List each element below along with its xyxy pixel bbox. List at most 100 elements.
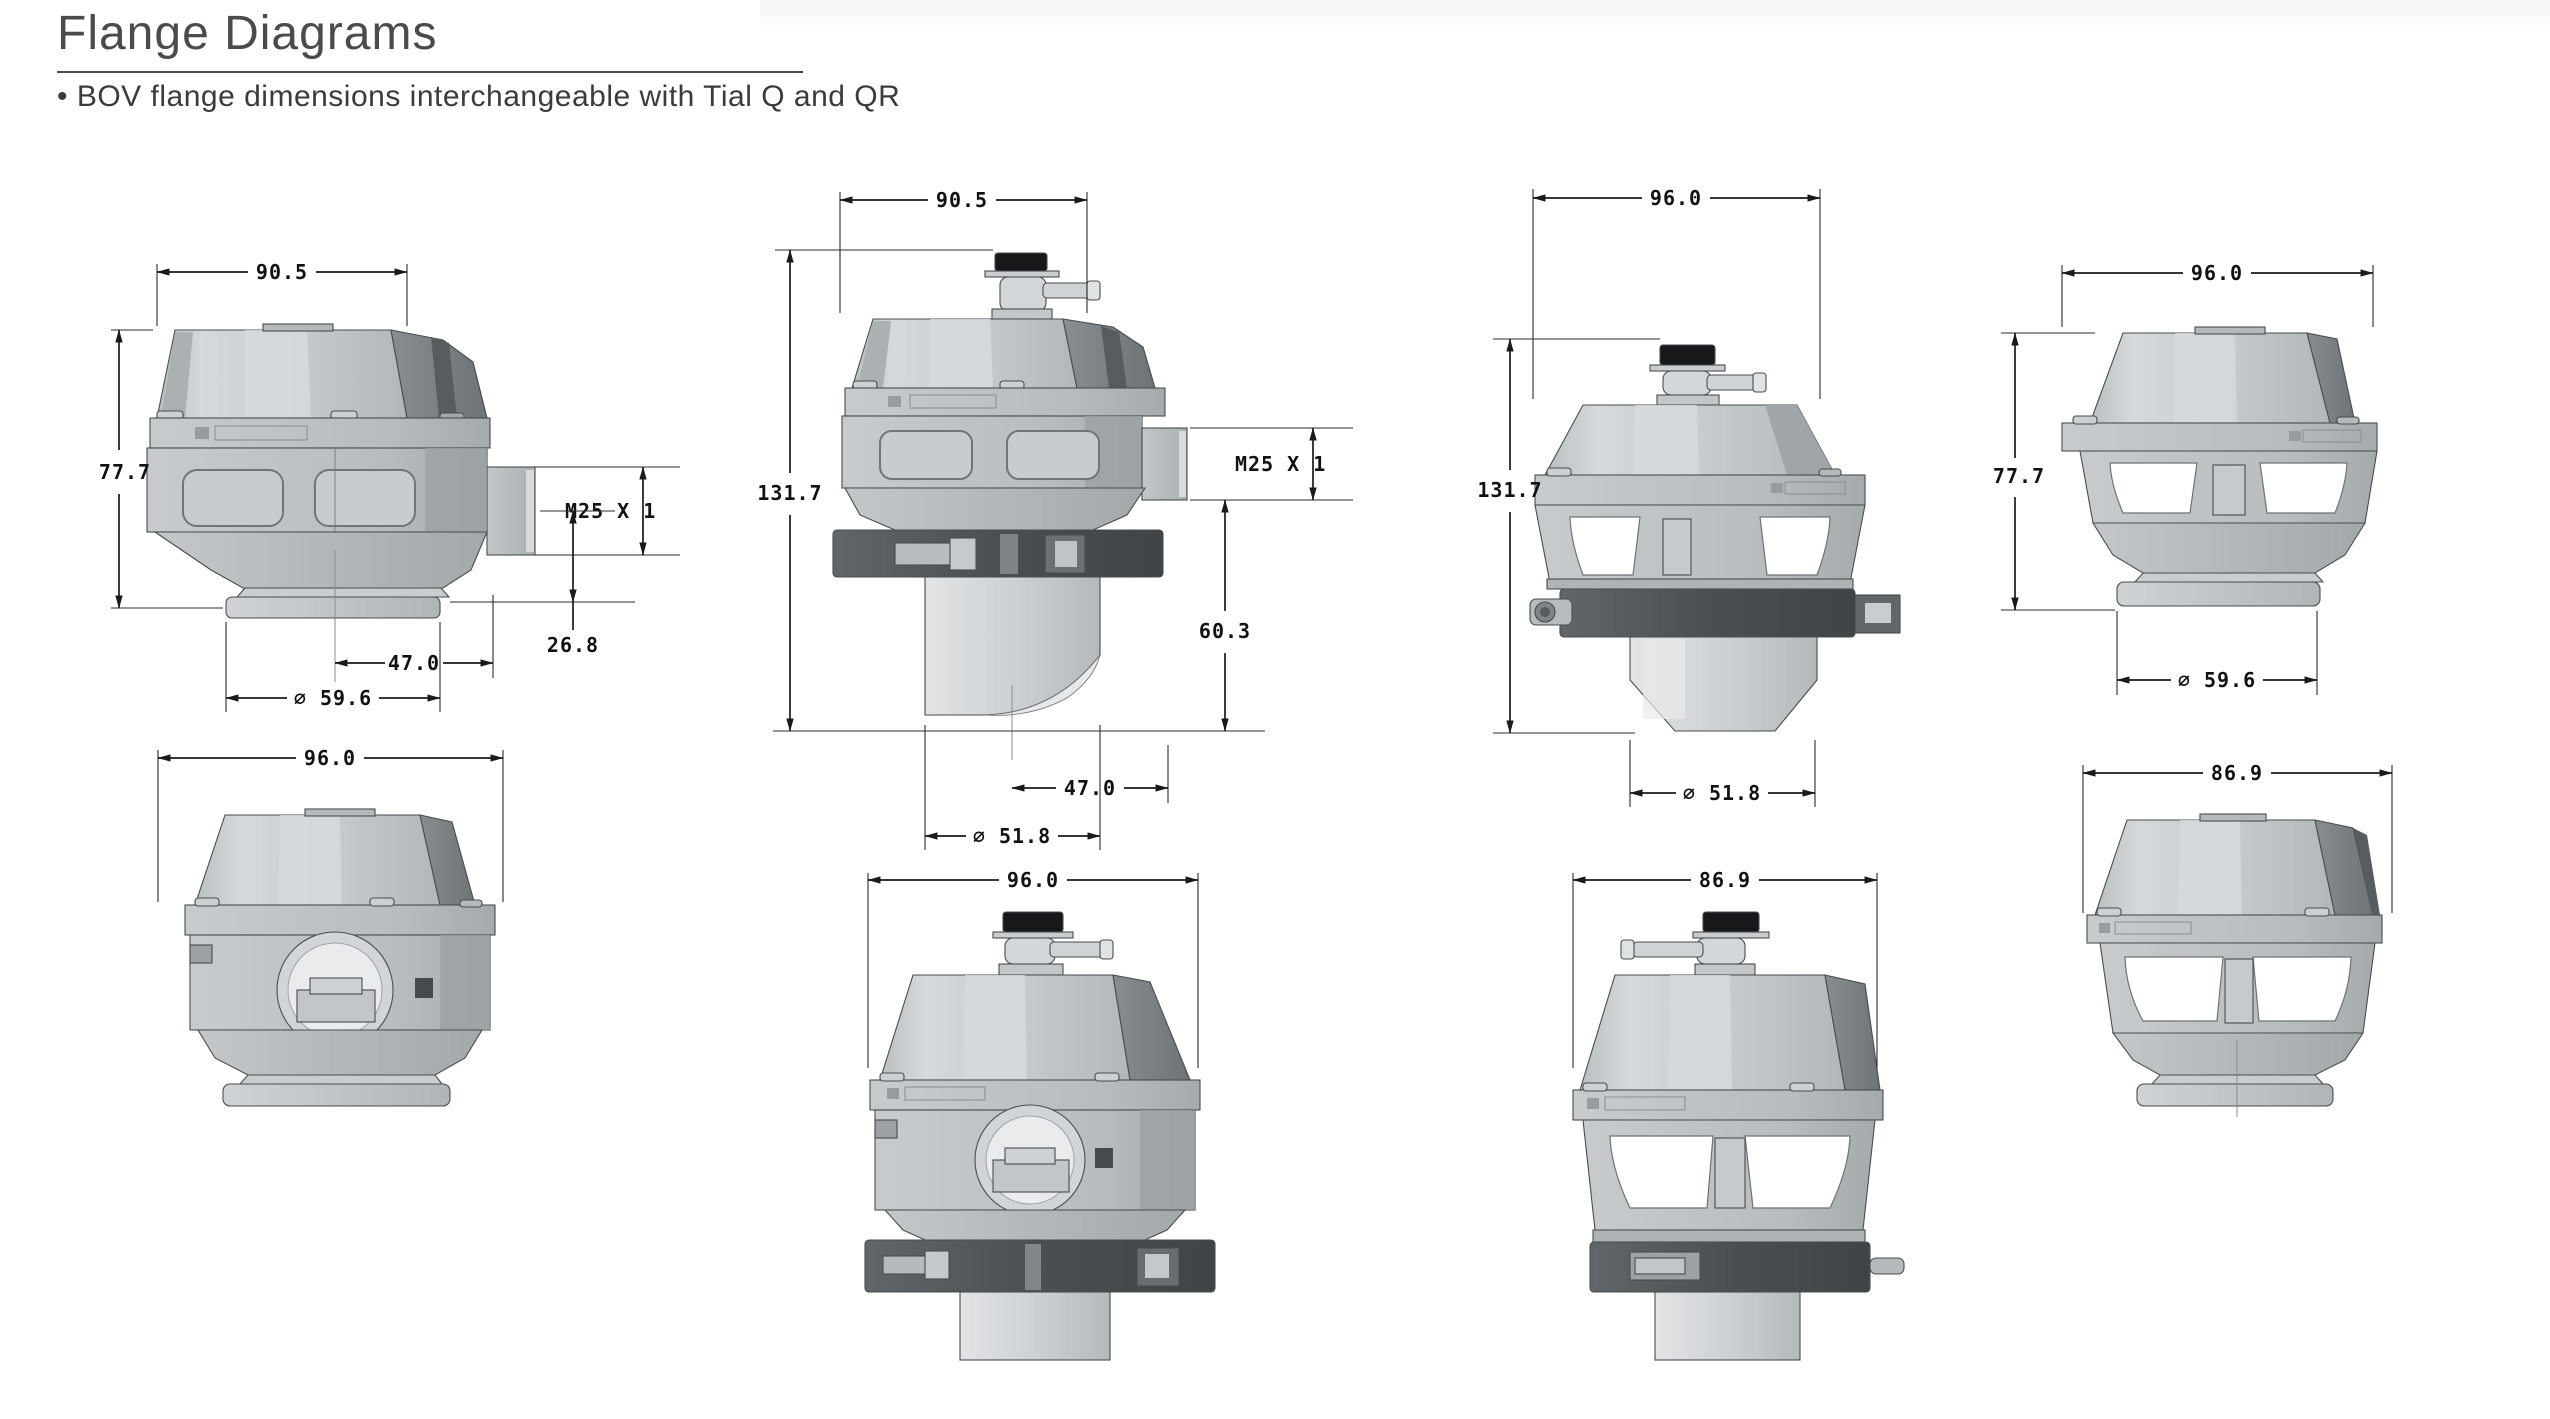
logo-plate [2302,429,2362,443]
dim-label-width: 96.0 [1650,186,1702,210]
dim-label-port-offset: 26.8 [547,633,599,657]
dim-label-width: 96.0 [304,746,356,770]
dim-label-bolt-spacing: 47.0 [388,651,440,675]
page-top-shade [760,0,2550,34]
trellis-window [2259,462,2348,514]
lid-band [2086,914,2383,944]
hose-barb [1049,941,1107,958]
dim-label-bolt-spacing: 47.0 [1064,776,1116,800]
vacuum-cap [1702,911,1760,933]
valve-art [146,323,536,682]
diagram-front-trellis-vband: 96.0 77.7 ∅ 59.6 [1993,261,2378,695]
dim-outlet-dia: ∅ 51.8 [1629,740,1816,807]
dim-label-width: 90.5 [936,188,988,212]
dim-width: 90.5 [156,260,408,326]
diagram-side-barb-clamp: 90.5 131.7 M25 X 1 60.3 47.0 ∅ 51.8 [757,188,1353,850]
valve-art [864,911,1216,1361]
v-clamp [832,529,1164,578]
dim-label-height: 131.7 [757,481,822,505]
dim-label-outlet-dia: ∅ 59.6 [294,686,372,710]
dim-height: 77.7 [99,329,223,609]
valve-piston [296,989,376,1023]
dim-width: 96.0 [157,746,504,902]
dim-width: 86.9 [2082,761,2393,913]
logo-plate [1604,1096,1686,1111]
trellis-window [1609,1135,1714,1209]
valve-stem [2212,464,2246,516]
dim-label-width: 90.5 [256,260,308,284]
trellis-window [1744,1135,1851,1209]
valve-art [2061,326,2378,607]
title-underline [57,71,803,73]
dim-label-width: 86.9 [1699,868,1751,892]
elbow-fitting [1662,370,1712,396]
vacuum-cap [1659,344,1716,366]
dim-label-height: 131.7 [1477,478,1542,502]
diagram-front-window-vband: 96.0 [157,746,504,1107]
skirt [197,1029,483,1076]
dim-width: 96.0 [867,868,1199,1068]
dim-label-width: 96.0 [1007,868,1059,892]
vacuum-cap [1002,911,1064,933]
trellis-window [1759,516,1831,576]
lid-band [1534,474,1866,506]
dim-label-width: 96.0 [2191,261,2243,285]
cap-dark-side [1765,405,1835,475]
dim-height: 131.7 [1477,338,1660,734]
dim-thread: M25 X 1 [1190,427,1353,501]
diagram-front-trellis-vband-small: 86.9 [2082,761,2393,1117]
dim-label-height: 77.7 [1993,464,2045,488]
dim-width: 96.0 [2061,261,2374,327]
hose-barb [1042,282,1092,299]
valve-art [832,252,1188,760]
trellis-window [2252,956,2352,1022]
page-title: Flange Diagrams [57,7,438,60]
skirt [883,1209,1187,1241]
outlet-cut-face [984,654,1101,716]
dim-label-port-to-outlet: 60.3 [1199,619,1251,643]
valve-stem [1714,1137,1746,1209]
pocket-recess [879,430,973,480]
dim-width: 90.5 [839,188,1088,313]
dim-outlet-dia: ∅ 51.8 [924,725,1101,850]
valve-piston [992,1159,1070,1193]
vband-flange [222,1083,451,1107]
clamp-bolt [894,542,956,566]
dim-port-offset: 26.8 [450,510,635,657]
logo-plate [214,425,308,441]
valve-art [1572,911,1905,1361]
elbow-fitting [999,276,1047,312]
diagram-front-window-barb-clamp: 96.0 [864,868,1216,1361]
valve-art [184,808,496,1107]
hose-barb [1632,941,1704,958]
pocket-recess [182,469,284,527]
valve-stem [2224,958,2254,1024]
hose-barb [1706,374,1760,391]
lid-band [1572,1089,1884,1121]
dim-label-thread: M25 X 1 [1235,452,1326,476]
logo-plate [2114,921,2192,935]
valve-art [1529,344,1901,732]
dim-label-height: 77.7 [99,460,151,484]
pocket-recess [1006,430,1100,480]
outlet-pipe [1654,1291,1801,1361]
dim-label-outlet-dia: ∅ 59.6 [2178,668,2256,692]
pocket-recess [314,469,416,527]
dim-height: 131.7 [757,249,993,732]
clamp-nub [1869,1257,1905,1275]
vband-flange [2136,1083,2334,1107]
body-slot [1095,1148,1113,1168]
skirt [153,531,488,589]
dim-bolt-spacing: 47.0 [1011,745,1169,803]
diagram-front-trellis-barb-clamp: 96.0 131.7 ∅ 51.8 [1477,186,1901,807]
lid-band [184,904,496,936]
dim-width: 86.9 [1572,868,1878,1068]
v-clamp [1559,588,1856,638]
dim-outlet-dia: ∅ 59.6 [225,622,441,712]
dim-label-width: 86.9 [2211,761,2263,785]
trellis-window [2109,462,2198,514]
bell-skirt [2092,522,2366,574]
dim-port-to-outlet: 60.3 [985,499,1265,732]
skirt [844,487,1147,531]
diagram-front-trellis-barb-left-clamp: 86.9 [1572,868,1905,1361]
